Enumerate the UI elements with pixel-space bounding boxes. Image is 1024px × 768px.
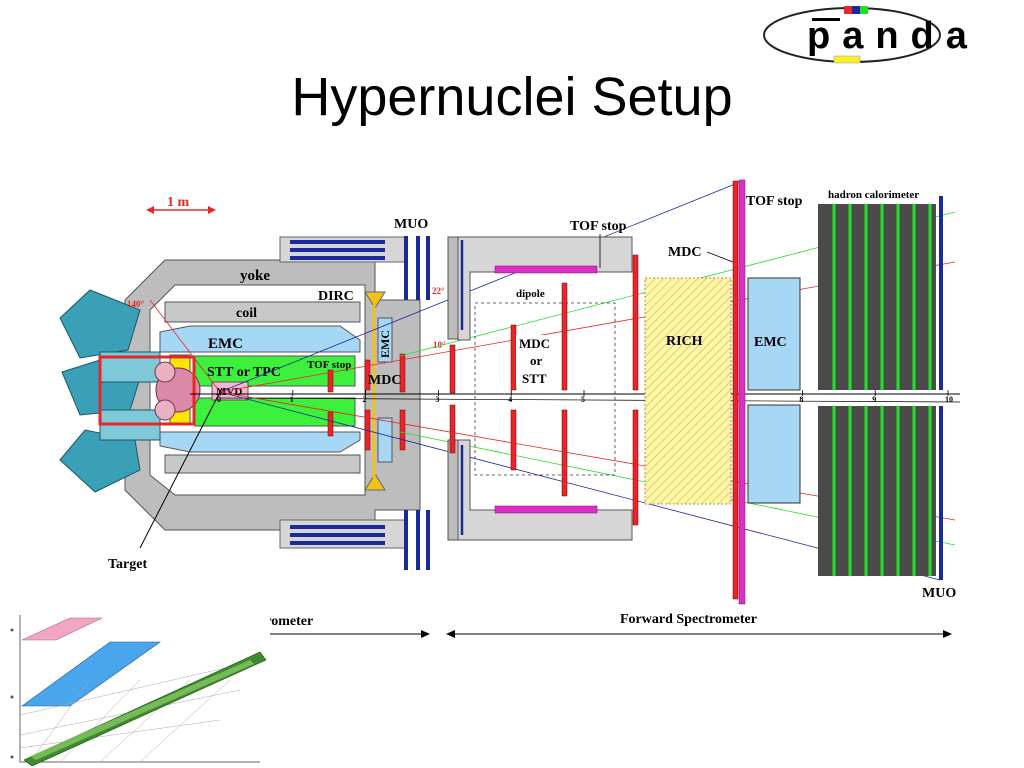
axis-tick-label: 1 [290, 395, 294, 404]
hadron-calorimeter [818, 196, 943, 580]
panda-detector-diagram: 1 m yoke coil EMC DIRC EMC STT or [2, 179, 961, 767]
emc-barrel-top [159, 325, 361, 353]
coil-lower [164, 454, 361, 474]
mdc-or-stt-line2: or [530, 353, 543, 368]
axis-tick-label: 8 [799, 395, 803, 404]
emc-barrel-bottom [159, 431, 361, 453]
forward-mdc-plane [732, 180, 739, 600]
logo-text: panda [807, 15, 979, 57]
yoke-label: yoke [240, 268, 270, 284]
scale-label: 1 m [167, 195, 190, 210]
axis-tick-label: 3 [435, 395, 439, 404]
emc-vertical-label: EMC [378, 330, 392, 358]
hypernuclear-chart-thumbnail [2, 608, 270, 767]
mdc-or-stt-line1: MDC [519, 336, 550, 351]
forward-spectrometer-label: Forward Spectrometer [620, 612, 757, 627]
rich-label: RICH [666, 334, 703, 349]
target-crystals [59, 289, 201, 493]
dipole-magnet: dipole [447, 236, 633, 541]
angle-140-label: 140° [127, 299, 145, 309]
emc-endcap [377, 317, 393, 363]
coil-label: coil [236, 306, 257, 321]
tof-stop-right-label: TOF stop [746, 194, 803, 209]
dirc-bottom [364, 473, 386, 491]
dirc-label: DIRC [318, 289, 354, 304]
axis-tick-label: 10 [945, 395, 953, 404]
coil [164, 301, 361, 323]
axis-tick-label: 2 [363, 395, 367, 404]
angle-10-label: 10° [433, 340, 446, 350]
muo-top-planks [279, 236, 430, 570]
emc-forward-top [747, 277, 801, 391]
axis-tick-label: 9 [872, 395, 876, 404]
axis-tick-label: 4 [508, 395, 512, 404]
axis-tick-label: 0 [217, 395, 221, 404]
target-highlight-box [98, 355, 196, 426]
stt-tpc-label: STT or TPC [207, 365, 281, 380]
panda-logo: panda [763, 6, 979, 64]
tof-stop-inner-label: TOF stop [307, 359, 351, 371]
tof-stop-top-label: TOF stop [570, 219, 627, 234]
beam-axis [190, 393, 961, 403]
angle-22-label: 22° [432, 286, 445, 296]
mdc-right-label: MDC [668, 245, 701, 260]
mdc-or-stt-line3: STT [522, 371, 547, 386]
slide-title: Hypernuclei Setup [291, 67, 733, 127]
muo-top-label: MUO [394, 217, 428, 232]
target-label: Target [108, 557, 147, 572]
forward-tof-wall [738, 179, 746, 605]
scale-bar: 1 m [146, 195, 216, 214]
emc-left-label: EMC [208, 336, 243, 352]
axis-tick-label: 5 [581, 395, 585, 404]
dipole-label: dipole [516, 288, 545, 300]
hadron-calorimeter-label: hadron calorimeter [828, 189, 919, 201]
emc-forward-bottom [747, 404, 801, 504]
mdc-inner-label: MDC [368, 373, 401, 388]
emc-forward-label: EMC [754, 335, 787, 350]
rich-detector [644, 277, 732, 505]
muo-bottom-label: MUO [922, 586, 956, 601]
dirc-top [364, 291, 386, 309]
forward-spectrometer-range: Forward Spectrometer [446, 612, 952, 638]
